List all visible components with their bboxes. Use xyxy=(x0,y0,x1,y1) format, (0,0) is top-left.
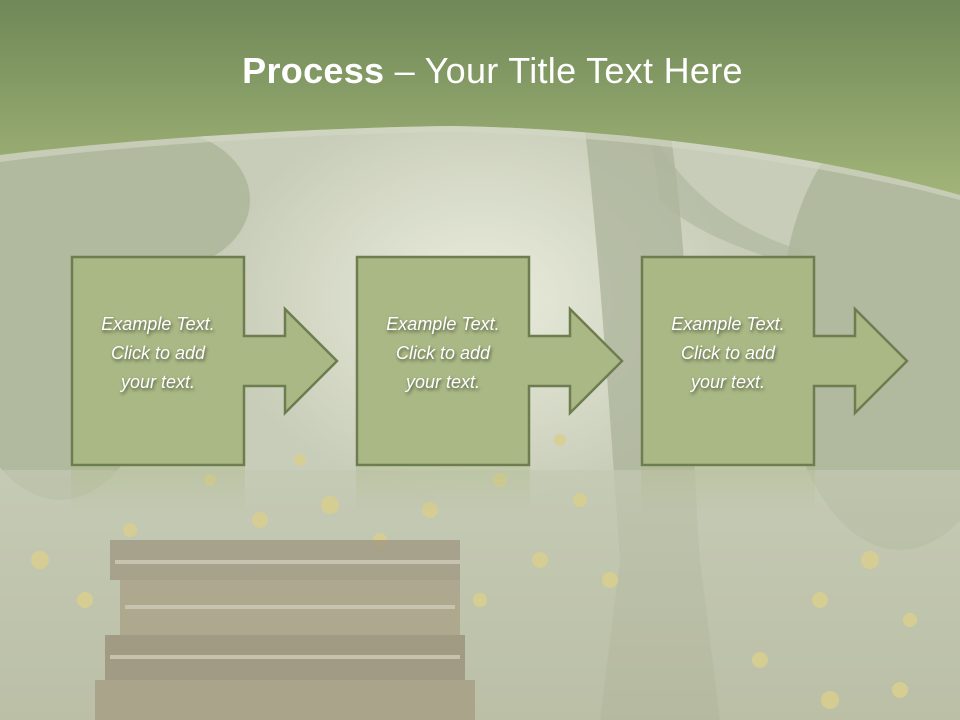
step-1-line-3: your text. xyxy=(120,372,196,392)
step-2-line-1: Example Text. xyxy=(386,314,500,334)
title-rest: – Your Title Text Here xyxy=(384,50,743,91)
step-3-line-2: Click to add xyxy=(680,343,776,363)
header-band xyxy=(0,0,960,195)
step-1-text: Example Text. Click to add your text. xyxy=(73,310,243,397)
step-2-line-3: your text. xyxy=(405,372,481,392)
step-2-line-2: Click to add xyxy=(395,343,491,363)
title-bold: Process xyxy=(242,50,385,91)
book-stack xyxy=(95,540,475,720)
step-1-line-1: Example Text. xyxy=(101,314,215,334)
step-1-reflection xyxy=(71,466,245,514)
step-1-arrow-box xyxy=(70,255,339,467)
step-2-text: Example Text. Click to add your text. xyxy=(358,310,528,397)
step-2-arrow-box xyxy=(355,255,624,467)
slide-title[interactable]: Process – Your Title Text Here xyxy=(0,50,960,92)
step-3-text: Example Text. Click to add your text. xyxy=(643,310,813,397)
step-3-line-3: your text. xyxy=(690,372,766,392)
step-1-line-2: Click to add xyxy=(110,343,206,363)
step-3-reflection xyxy=(641,466,815,514)
step-2-reflection xyxy=(356,466,530,514)
step-3-line-1: Example Text. xyxy=(671,314,785,334)
step-3-arrow-box xyxy=(640,255,909,467)
